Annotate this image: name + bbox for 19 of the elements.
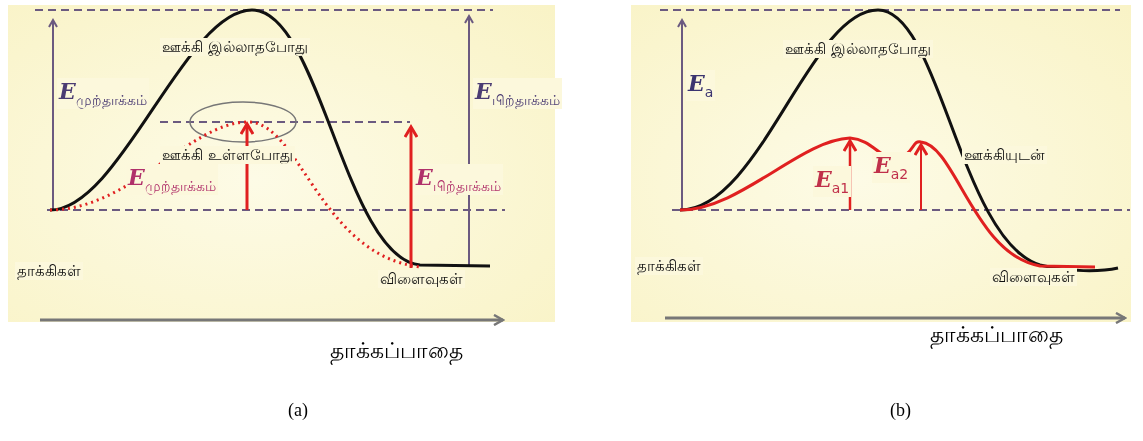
curve-label: ஊக்கியுடன் [962,146,1047,164]
energy-label: E$_{பிற்தாக்கம்}$ [473,78,562,109]
panel-caption: (b) [890,400,911,421]
energy-label: E$_{முற்தாக்கம்}$ [126,164,218,195]
curve-label: ஊக்கி உள்ளபோது [160,146,295,164]
axis-label: தாக்கப்பாதை [930,322,1063,350]
curve-label: தாக்கிகள் [15,262,83,280]
energy-label: E$_{a}$ [686,70,716,101]
energy-label: E$_{a2}$ [872,152,911,183]
curve-label: ஊக்கி இல்லாதபோது [160,38,310,56]
curve-label: விளைவுகள் [378,270,465,288]
curve-label: ஊக்கி இல்லாதபோது [783,40,933,58]
curve-label: விளைவுகள் [990,268,1077,286]
axis-label: தாக்கப்பாதை [330,338,463,366]
curve-label: தாக்கிகள் [635,257,703,275]
energy-label: E$_{பிற்தாக்கம்}$ [414,164,503,195]
panel-caption: (a) [288,400,308,421]
energy-label: E$_{a1}$ [813,166,852,197]
energy-label: E$_{முற்தாக்கம்}$ [57,78,149,109]
